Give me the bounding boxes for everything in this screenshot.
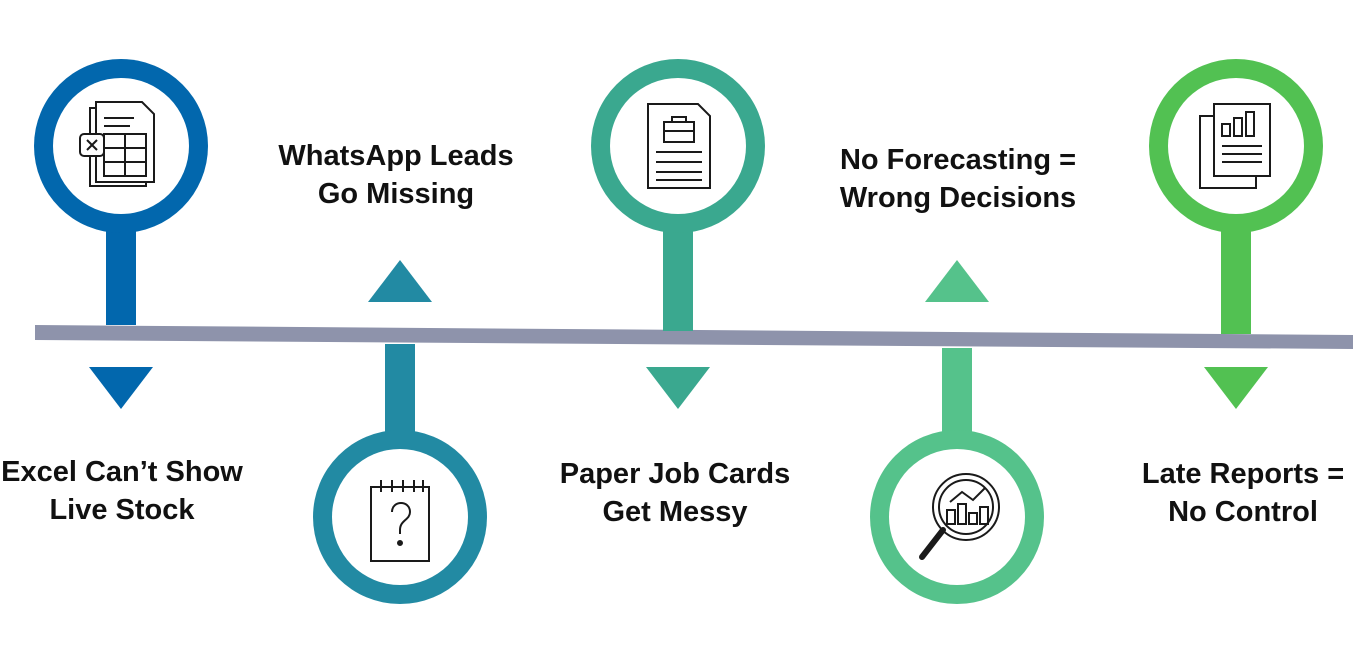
step-5-stem bbox=[1221, 228, 1251, 334]
step-3-stem bbox=[663, 228, 693, 331]
step-5-label-line2: No Control bbox=[1168, 496, 1318, 528]
timeline-axis bbox=[35, 325, 1353, 349]
step-1-label: Excel Can’t Show Live Stock bbox=[0, 453, 272, 529]
step-3-label-line1: Paper Job Cards bbox=[559, 458, 791, 490]
step-5-arrow bbox=[1204, 367, 1268, 409]
step-1-stem bbox=[106, 228, 136, 325]
step-3-marker bbox=[591, 59, 765, 409]
step-4-label-line1: No Forecasting = bbox=[839, 144, 1077, 176]
step-1-marker bbox=[34, 59, 208, 409]
step-5-label-line1: Late Reports = bbox=[1141, 458, 1345, 490]
step-2-label-line1: WhatsApp Leads bbox=[278, 140, 514, 172]
step-1-label-line1: Excel Can’t Show bbox=[1, 456, 243, 488]
step-1-arrow bbox=[89, 367, 153, 409]
job-card-icon bbox=[647, 103, 711, 189]
step-2-arrow bbox=[368, 260, 432, 302]
spreadsheet-x-icon bbox=[79, 101, 155, 187]
step-2-face bbox=[332, 449, 468, 585]
step-2-stem bbox=[385, 344, 415, 434]
step-5-marker bbox=[1149, 59, 1323, 409]
step-4-marker bbox=[870, 260, 1044, 604]
step-4-stem bbox=[942, 348, 972, 436]
notepad-question-icon bbox=[370, 480, 430, 562]
step-2-label-line2: Go Missing bbox=[317, 178, 475, 210]
step-4-label: No Forecasting = Wrong Decisions bbox=[808, 141, 1108, 217]
step-3-face bbox=[610, 78, 746, 214]
step-2-label: WhatsApp Leads Go Missing bbox=[246, 137, 546, 213]
step-1-label-line2: Live Stock bbox=[49, 494, 195, 526]
step-3-label: Paper Job Cards Get Messy bbox=[525, 455, 825, 531]
magnifier-chart-icon bbox=[919, 473, 1000, 560]
step-3-arrow bbox=[646, 367, 710, 409]
step-4-arrow bbox=[925, 260, 989, 302]
step-5-label: Late Reports = No Control bbox=[1093, 455, 1367, 531]
step-3-label-line2: Get Messy bbox=[602, 496, 748, 528]
report-chart-icon bbox=[1199, 103, 1271, 189]
step-2-marker bbox=[313, 260, 487, 604]
step-4-label-line2: Wrong Decisions bbox=[839, 182, 1077, 214]
